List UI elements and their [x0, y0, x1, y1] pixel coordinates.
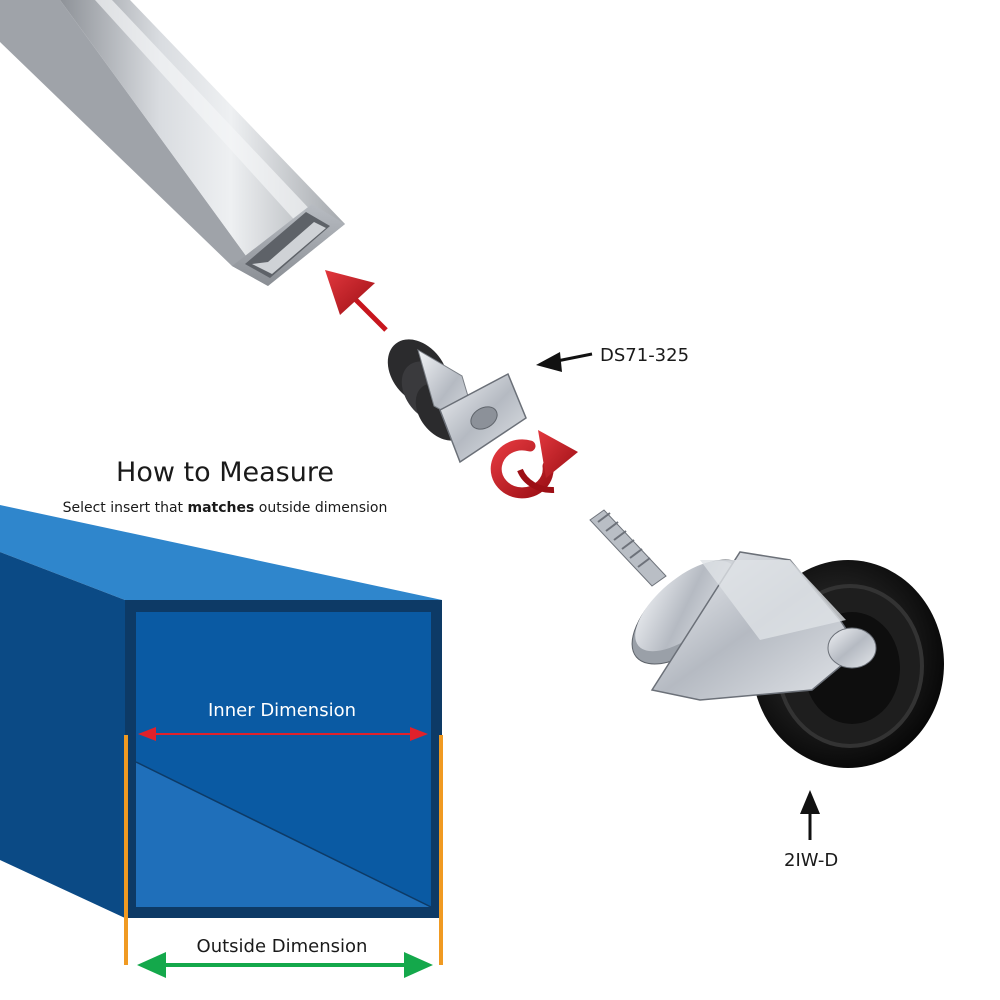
red-rotate-arrow-icon — [490, 430, 578, 499]
caster-part-label: 2IW-D — [784, 850, 838, 871]
measure-subtitle: Select insert that matches outside dimen… — [63, 500, 388, 516]
insert-part-label: DS71-325 — [600, 345, 689, 366]
ds71-325-insert — [387, 339, 527, 464]
subtitle-text-bold: matches — [188, 500, 255, 516]
black-pointer-arrow-icon — [536, 352, 593, 372]
inner-dimension-label: Inner Dimension — [208, 700, 356, 721]
measure-title: How to Measure — [116, 457, 334, 488]
blue-tube-illustration — [0, 505, 442, 918]
subtitle-text-start: Select insert that — [63, 500, 188, 516]
aluminum-tube — [0, 0, 345, 286]
red-insert-arrow-icon — [325, 270, 388, 332]
outside-edge-markers — [124, 735, 443, 965]
caster-2iw-d — [589, 509, 944, 768]
inner-dimension-arrow — [138, 727, 428, 741]
threaded-stem — [589, 509, 667, 587]
subtitle-text-end: outside dimension — [254, 500, 387, 516]
black-pointer-arrow-icon — [800, 790, 820, 840]
outside-dimension-label: Outside Dimension — [197, 936, 368, 957]
outside-dimension-arrow — [137, 952, 433, 978]
